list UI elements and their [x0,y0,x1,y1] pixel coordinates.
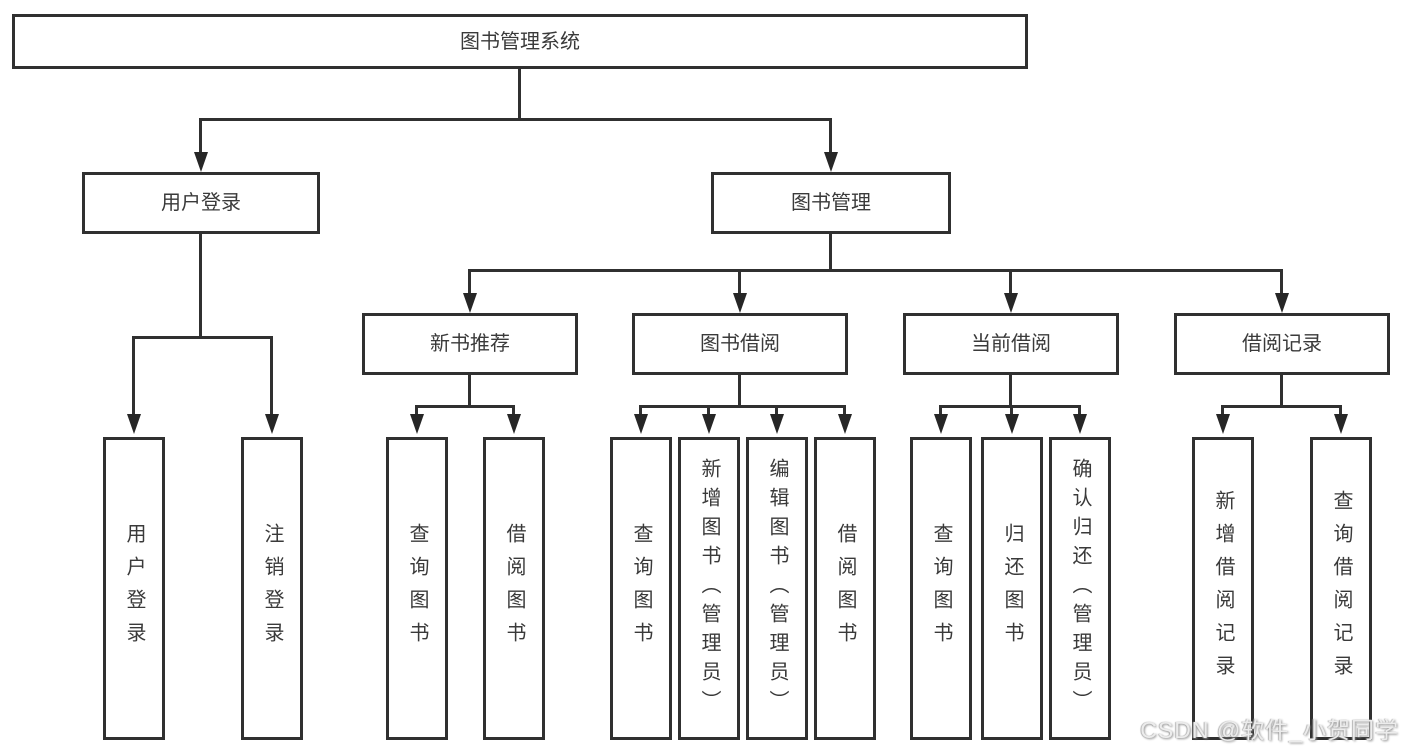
connector-line [1078,405,1081,416]
connector-line [738,375,741,407]
connector-line [1010,405,1013,416]
arrowhead-down-icon [507,414,521,434]
connector-line [468,269,471,293]
connector-line [518,69,521,120]
leaf-user-login: 用户登录 [103,437,165,740]
connector-line [738,269,741,293]
arrowhead-down-icon [1275,293,1289,313]
arrowhead-down-icon [1216,414,1230,434]
watermark: CSDN @软件_小贺同学 [1140,717,1399,743]
leaf-logout: 注销登录 [241,437,303,740]
connector-line [415,405,418,416]
connector-line [199,119,202,152]
leaf-edit-book-admin: 编辑图书（管理员） [746,437,808,740]
arrowhead-down-icon [463,293,477,313]
leaf-query-books-2: 查询图书 [610,437,672,740]
connector-line [199,118,832,121]
connector-line [415,405,515,408]
arrowhead-down-icon [1073,414,1087,434]
leaf-query-books-1: 查询图书 [386,437,448,740]
arrowhead-down-icon [127,414,141,434]
leaf-add-book-admin: 新增图书（管理员） [678,437,740,740]
connector-line [1280,269,1283,293]
connector-line [132,336,135,416]
node-book-management: 图书管理 [711,172,951,234]
leaf-return-book: 归还图书 [981,437,1043,740]
node-root: 图书管理系统 [12,14,1028,69]
arrowhead-down-icon [702,414,716,434]
connector-line [843,405,846,416]
connector-line [512,405,515,416]
connector-line [468,375,471,407]
connector-line [939,405,942,416]
connector-line [270,336,273,416]
connector-line [1009,269,1012,293]
connector-line [775,405,778,416]
node-current-borrow: 当前借阅 [903,313,1119,375]
arrowhead-down-icon [265,414,279,434]
connector-line [639,405,846,408]
arrowhead-down-icon [824,152,838,172]
arrowhead-down-icon [934,414,948,434]
connector-line [1221,405,1224,416]
arrowhead-down-icon [838,414,852,434]
leaf-borrow-books-2: 借阅图书 [814,437,876,740]
leaf-query-books-3: 查询图书 [910,437,972,740]
node-user-login: 用户登录 [82,172,320,234]
connector-line [1280,375,1283,407]
connector-line [199,234,202,338]
connector-line [829,234,832,272]
node-book-borrow: 图书借阅 [632,313,848,375]
connector-line [707,405,710,416]
arrowhead-down-icon [733,293,747,313]
leaf-query-borrow-record: 查询借阅记录 [1310,437,1372,740]
node-new-book-recommend: 新书推荐 [362,313,578,375]
connector-line [639,405,642,416]
arrowhead-down-icon [194,152,208,172]
leaf-add-borrow-record: 新增借阅记录 [1192,437,1254,740]
connector-line [1221,405,1342,408]
connector-line [829,119,832,152]
node-borrow-records: 借阅记录 [1174,313,1390,375]
arrowhead-down-icon [1005,414,1019,434]
arrowhead-down-icon [1334,414,1348,434]
connector-line [132,336,273,339]
leaf-borrow-books-1: 借阅图书 [483,437,545,740]
leaf-confirm-return-admin: 确认归还（管理员） [1049,437,1111,740]
connector-line [1339,405,1342,416]
connector-line [468,269,1283,272]
arrowhead-down-icon [634,414,648,434]
connector-line [1009,375,1012,407]
arrowhead-down-icon [1004,293,1018,313]
arrowhead-down-icon [410,414,424,434]
arrowhead-down-icon [770,414,784,434]
